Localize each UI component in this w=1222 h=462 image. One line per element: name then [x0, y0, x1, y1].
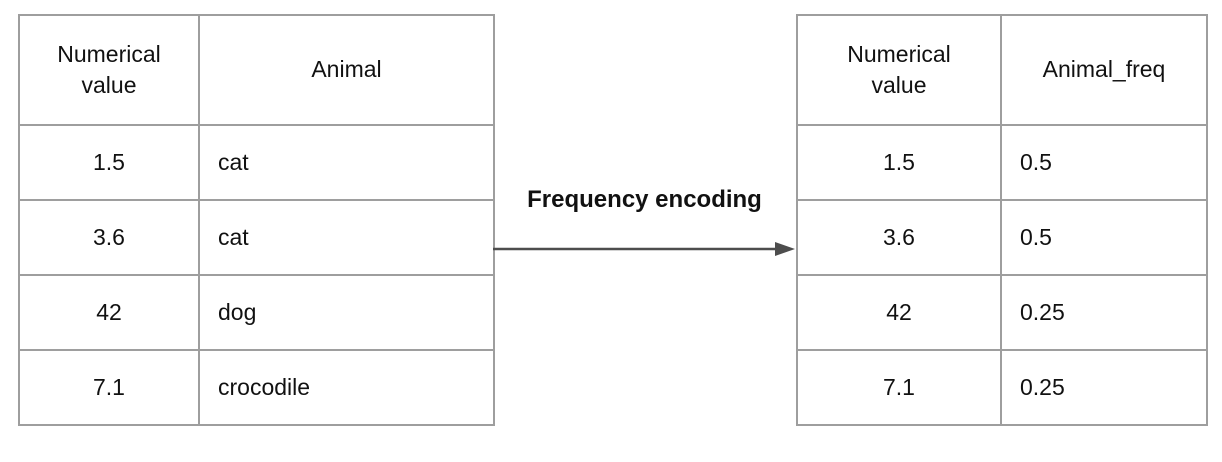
table-cell: crocodile: [198, 349, 495, 426]
encoded-table: Numerical value Animal_freq 1.5 0.5 3.6 …: [796, 14, 1208, 426]
table-cell: dog: [198, 274, 495, 351]
table-header-row: Numerical value Animal_freq: [796, 14, 1208, 126]
table-row: 42 dog: [18, 274, 495, 351]
table-cell: 7.1: [796, 349, 1002, 426]
table-row: 42 0.25: [796, 274, 1208, 351]
table-cell: 42: [18, 274, 200, 351]
table-cell: cat: [198, 199, 495, 276]
table-cell: 42: [796, 274, 1002, 351]
transformation-arrow-block: Frequency encoding: [493, 186, 796, 258]
table-row: 1.5 0.5: [796, 124, 1208, 201]
table-cell: 1.5: [18, 124, 200, 201]
table-cell: 0.5: [1000, 199, 1208, 276]
table-row: 3.6 cat: [18, 199, 495, 276]
table-cell: 1.5: [796, 124, 1002, 201]
column-header-animal-freq: Animal_freq: [1000, 14, 1208, 126]
table-cell: 0.25: [1000, 349, 1208, 426]
table-header-row: Numerical value Animal: [18, 14, 495, 126]
table-row: 7.1 0.25: [796, 349, 1208, 426]
column-header-animal: Animal: [198, 14, 495, 126]
table-row: 3.6 0.5: [796, 199, 1208, 276]
table-cell: 0.25: [1000, 274, 1208, 351]
table-row: 7.1 crocodile: [18, 349, 495, 426]
right-arrow-icon: [493, 242, 795, 256]
column-header-numerical-value: Numerical value: [796, 14, 1002, 126]
table-cell: 3.6: [796, 199, 1002, 276]
column-header-numerical-value: Numerical value: [18, 14, 200, 126]
original-table: Numerical value Animal 1.5 cat 3.6 cat 4…: [18, 14, 495, 426]
table-cell: 0.5: [1000, 124, 1208, 201]
table-row: 1.5 cat: [18, 124, 495, 201]
arrow-label: Frequency encoding: [527, 186, 762, 213]
table-cell: 7.1: [18, 349, 200, 426]
table-cell: cat: [198, 124, 495, 201]
table-cell: 3.6: [18, 199, 200, 276]
